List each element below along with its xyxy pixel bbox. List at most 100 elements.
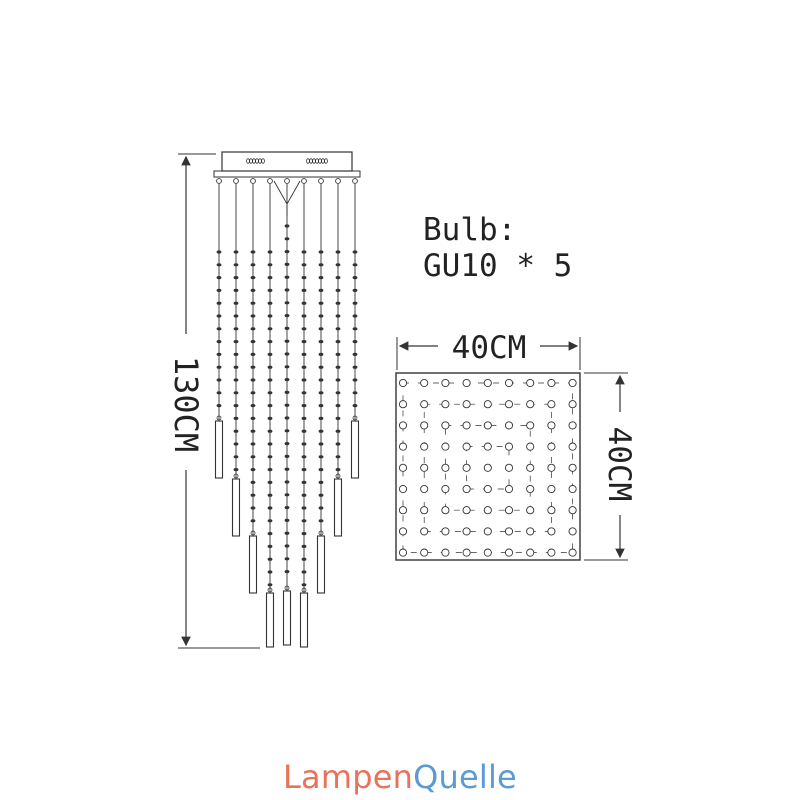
crystal-bead: [284, 326, 290, 330]
crystal-strand: [299, 178, 309, 648]
crystal-rod: [333, 478, 343, 537]
crystal-bead: [233, 442, 239, 446]
canopy-dot: [249, 158, 253, 164]
crystal-bead: [301, 557, 307, 561]
crystal-strand: [350, 178, 360, 479]
crystal-bead: [250, 314, 256, 318]
crystal-dot: [504, 484, 514, 494]
crystal-bead: [284, 557, 290, 561]
crystal-bead: [284, 224, 290, 228]
crystal-dot: [526, 442, 535, 451]
crystal-bead: [301, 352, 307, 356]
crystal-bead: [267, 288, 273, 292]
crystal-bead: [267, 314, 273, 318]
chandelier-front-view: [214, 178, 360, 648]
strand-hook: [233, 178, 239, 184]
crystal-dot: [420, 378, 429, 388]
crystal-bead: [250, 276, 256, 280]
crystal-bead: [267, 557, 273, 561]
crystal-dot: [420, 442, 429, 451]
crystal-dot: [504, 421, 514, 430]
crystal-bead: [267, 301, 273, 305]
crystal-bead: [301, 493, 307, 497]
strand-hook: [318, 178, 324, 184]
rod-cap: [352, 415, 358, 421]
crystal-bead: [250, 480, 256, 484]
crystal-bead: [335, 301, 341, 305]
crystal-grid-dots: [398, 378, 577, 557]
crystal-bead: [318, 506, 324, 510]
crystal-dot: [420, 421, 429, 430]
crystal-bead: [335, 276, 341, 280]
crystal-dot: [526, 527, 535, 536]
crystal-bead: [335, 429, 341, 433]
crystal-bead: [284, 378, 290, 382]
crystal-bead: [233, 429, 239, 433]
crystal-dot: [504, 400, 514, 409]
crystal-dot: [526, 421, 535, 430]
crystal-bead: [318, 404, 324, 408]
crystal-rod: [316, 535, 326, 594]
canopy-dot: [252, 158, 256, 164]
crystal-dot: [398, 463, 408, 472]
crystal-dot: [526, 506, 535, 515]
crystal-dot: [398, 506, 408, 515]
crystal-bead: [352, 276, 358, 280]
crystal-bead: [284, 416, 290, 420]
crystal-bead: [301, 404, 307, 408]
crystal-dot: [568, 378, 577, 388]
crystal-bead: [233, 404, 239, 408]
crystal-bead: [233, 263, 239, 267]
crystal-bead: [250, 442, 256, 446]
crystal-dot: [483, 548, 492, 557]
crystal-bead: [250, 352, 256, 356]
crystal-bead: [301, 468, 307, 472]
crystal-rod: [248, 535, 258, 594]
crystal-bead: [352, 250, 358, 254]
crystal-bead: [318, 288, 324, 292]
crystal-dot: [483, 506, 492, 515]
crystal-dot: [483, 527, 492, 536]
crystal-bead: [233, 314, 239, 318]
crystal-bead: [216, 276, 222, 280]
crystal-dot: [504, 506, 514, 515]
crystal-rod: [231, 478, 241, 537]
crystal-bead: [318, 365, 324, 369]
crystal-bead: [335, 250, 341, 254]
strand-hook: [250, 178, 256, 184]
canopy-dot: [315, 158, 319, 164]
crystal-dot: [547, 527, 556, 536]
crystal-bead: [318, 442, 324, 446]
crystal-bead: [250, 493, 256, 497]
crystal-dot: [547, 400, 556, 409]
crystal-bead: [352, 288, 358, 292]
top-view-frame: [395, 372, 581, 561]
crystal-rod: [282, 590, 292, 646]
strand-hook: [352, 178, 358, 184]
crystal-bead: [233, 340, 239, 344]
height-label: 130CM: [167, 356, 205, 452]
crystal-dot: [547, 442, 556, 451]
crystal-bead: [267, 391, 273, 395]
canopy-dot: [246, 158, 250, 164]
crystal-bead: [318, 301, 324, 305]
crystal-strand: [231, 178, 241, 537]
crystal-bead: [352, 404, 358, 408]
crystal-bead: [318, 416, 324, 420]
crystal-dot: [420, 506, 429, 515]
crystal-dot: [483, 484, 492, 494]
crystal-bead: [216, 340, 222, 344]
crystal-bead: [267, 340, 273, 344]
crystal-bead: [284, 454, 290, 458]
crystal-bead: [301, 391, 307, 395]
crystal-bead: [352, 340, 358, 344]
crystal-dot: [568, 463, 577, 472]
crystal-bead: [267, 404, 273, 408]
crystal-dot: [462, 400, 471, 409]
crystal-bead: [250, 391, 256, 395]
crystal-bead: [301, 301, 307, 305]
crystal-bead: [284, 339, 290, 343]
crystal-bead: [216, 288, 222, 292]
crystal-bead: [301, 327, 307, 331]
crystal-dot: [462, 548, 471, 557]
